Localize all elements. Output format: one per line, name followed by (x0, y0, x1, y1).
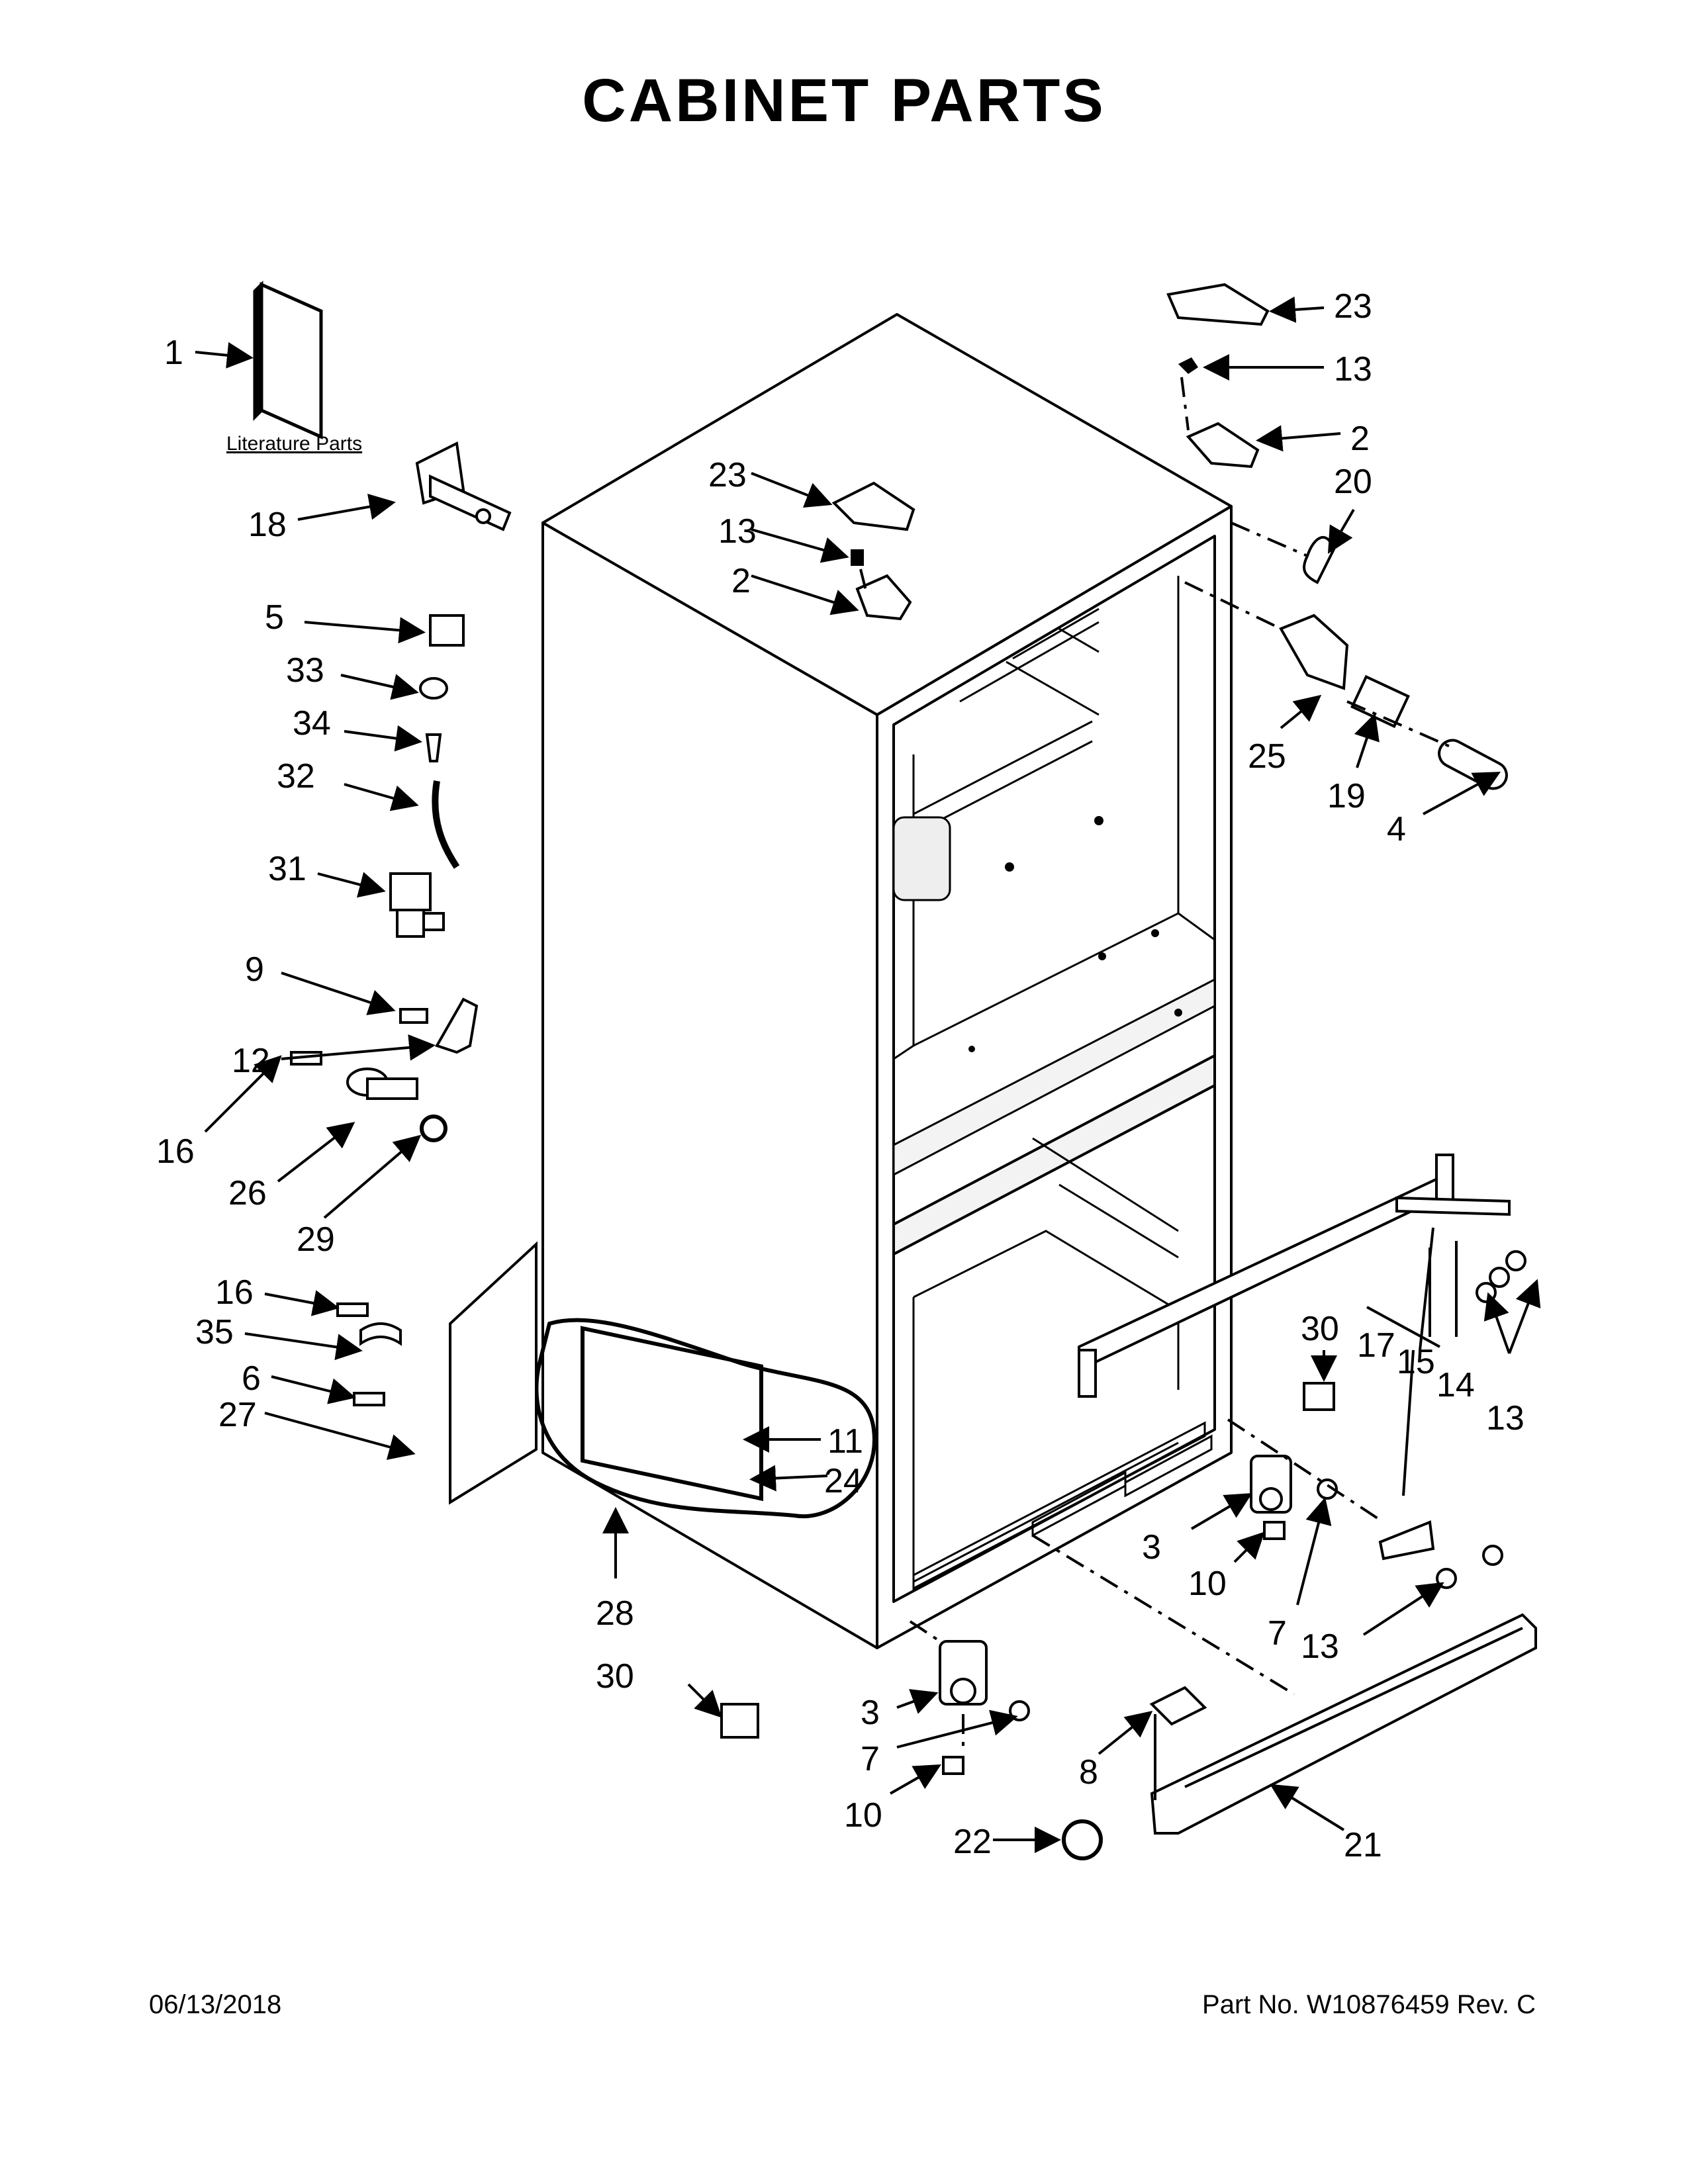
part-15-bracket (1395, 1196, 1511, 1216)
part-21-base-grille (1150, 1613, 1537, 1835)
part-33-cap (419, 677, 448, 700)
part-32-tube (432, 780, 460, 869)
callout-14: 14 (1436, 1366, 1475, 1404)
callout-17: 17 (1357, 1326, 1395, 1365)
callout-21: 21 (1344, 1826, 1382, 1864)
part-2b-hinge (855, 574, 912, 621)
literature-parts-icon (253, 280, 323, 439)
part-6-screw (353, 1392, 385, 1406)
part-5-clip (429, 614, 465, 647)
callout-7b: 7 (861, 1740, 880, 1778)
callout-19: 19 (1327, 777, 1366, 815)
part-29-bushing (420, 1115, 447, 1142)
callout-30b: 30 (596, 1657, 634, 1696)
callout-18: 18 (248, 506, 287, 544)
cabinet-screw-holes (968, 816, 1182, 1052)
callout-10a: 10 (1188, 1565, 1227, 1603)
callout-30a: 30 (1301, 1310, 1339, 1348)
footer-date: 06/13/2018 (149, 1990, 282, 2019)
callout-2a: 2 (1350, 420, 1370, 458)
callout-25: 25 (1248, 737, 1286, 776)
part-31-water-valve (389, 872, 445, 938)
callout-11: 11 (827, 1422, 863, 1461)
part-10b-leveler (942, 1756, 964, 1775)
callout-12: 12 (232, 1042, 270, 1080)
callout-2b: 2 (731, 562, 751, 600)
callout-20: 20 (1334, 463, 1372, 501)
part-35-clip (359, 1322, 402, 1346)
part-3b-roller (939, 1640, 988, 1706)
part-12-hinge (435, 997, 479, 1054)
callout-26: 26 (228, 1174, 267, 1212)
callout-4: 4 (1387, 810, 1406, 848)
part-27-side-bracket (449, 1241, 538, 1505)
callout-numbers: 1 18 5 33 34 32 31 9 12 16 26 29 16 35 6… (156, 287, 1524, 1864)
cabinet-body (541, 313, 1233, 1649)
callout-16b: 16 (215, 1273, 254, 1312)
callout-8: 8 (1079, 1753, 1098, 1792)
callout-3b: 3 (861, 1694, 880, 1732)
part-18-bracket (415, 441, 512, 531)
part-7b-screw (1009, 1700, 1030, 1721)
callout-5: 5 (265, 598, 284, 637)
callout-23a: 23 (1334, 287, 1372, 326)
part-14-bracket (1378, 1520, 1435, 1561)
callout-34: 34 (293, 704, 331, 743)
part-8-clip (1149, 1686, 1207, 1726)
mullion (892, 1054, 1216, 1255)
callout-13c: 13 (1486, 1399, 1524, 1437)
callout-3a: 3 (1142, 1528, 1161, 1567)
callout-28: 28 (596, 1594, 634, 1633)
callout-16a: 16 (156, 1132, 195, 1171)
part-13c-screws (1476, 1250, 1526, 1303)
part-9-screw (399, 1008, 428, 1024)
callout-33: 33 (286, 651, 324, 690)
cabinet-interior-details (892, 576, 1216, 1590)
callout-29: 29 (297, 1220, 335, 1259)
part-17-rail-end (1078, 1349, 1097, 1398)
part-2a-hinge (1186, 422, 1260, 469)
footer-part-number: Part No. W10876459 Rev. C (1202, 1990, 1536, 2019)
part-19-switch (1350, 674, 1410, 729)
callout-arrows (195, 296, 1541, 1853)
callout-35: 35 (195, 1313, 234, 1351)
callout-13b: 13 (718, 512, 757, 551)
callout-13d: 13 (1301, 1627, 1339, 1666)
part-25-bracket (1279, 614, 1349, 690)
part-26-hinge-pin (346, 1068, 418, 1100)
part-10a-leveler (1263, 1521, 1286, 1540)
part-23a-hinge-cover (1166, 283, 1270, 326)
callout-1: 1 (164, 334, 183, 372)
callout-6: 6 (242, 1359, 261, 1398)
callout-23b: 23 (708, 456, 747, 494)
literature-parts-label: Literature Parts (226, 433, 362, 455)
page-title: CABINET PARTS (582, 67, 1106, 134)
callout-13a: 13 (1334, 350, 1372, 388)
callout-15: 15 (1397, 1343, 1435, 1381)
callout-7a: 7 (1268, 1614, 1287, 1653)
callout-9: 9 (245, 950, 264, 989)
part-13b-screw (851, 549, 864, 566)
callout-32: 32 (277, 757, 315, 796)
part-3a-roller (1250, 1455, 1292, 1514)
part-30a-pad (1303, 1382, 1335, 1411)
callout-10b: 10 (844, 1796, 882, 1835)
assembly-dashed-lines (859, 377, 1454, 1754)
part-23b-hinge-cover (831, 481, 915, 531)
part-17-rail-end-2 (1435, 1154, 1454, 1203)
callout-31: 31 (268, 850, 306, 888)
part-13d-screws (1436, 1545, 1503, 1589)
callout-24: 24 (824, 1462, 863, 1500)
part-16b-screw (336, 1302, 369, 1317)
part-30b-pad (720, 1703, 759, 1739)
callout-27: 27 (218, 1396, 257, 1434)
part-22-caster (1062, 1819, 1103, 1860)
callout-22: 22 (953, 1823, 992, 1861)
part-13a-screw (1178, 357, 1198, 374)
part-34-nut (425, 733, 442, 762)
part-20-cam (1303, 535, 1336, 584)
